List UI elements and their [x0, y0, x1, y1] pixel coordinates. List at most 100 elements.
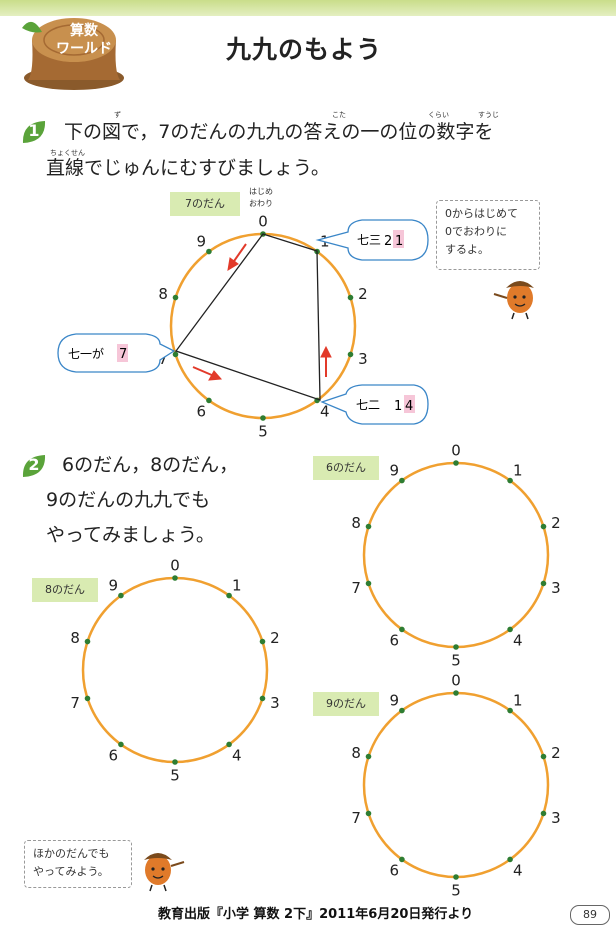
digit-dot — [453, 644, 459, 650]
digit-label: 5 — [451, 881, 461, 899]
digit-label: 4 — [232, 746, 242, 764]
arrow-icon — [320, 345, 332, 377]
arrow-icon — [227, 243, 247, 271]
digit-dot — [399, 856, 405, 863]
leaf-icon — [22, 121, 46, 143]
digit-label: 1 — [513, 461, 523, 479]
ruby-chokusen: ちょくせん — [50, 149, 85, 157]
digit-dot — [507, 626, 513, 633]
digit-label: 7 — [351, 809, 361, 827]
leaf-icon — [22, 455, 46, 477]
digit-label: 4 — [513, 861, 523, 879]
digit-label: 4 — [320, 402, 330, 420]
question-2-line-3: やってみましょう。 — [46, 524, 215, 546]
question-1-number-wrap: 1 — [20, 118, 48, 146]
question-1-line-1: 下の図で，7のだんの九九の答えの一の位の数字を — [64, 121, 494, 143]
question-2-number: 2 — [28, 455, 40, 474]
hint-line-3: するよ。 — [445, 243, 489, 256]
ring — [81, 576, 269, 764]
digit-dot — [226, 592, 232, 599]
digit-label: 3 — [551, 579, 561, 597]
digit-dot — [259, 695, 266, 702]
digit-label: 7 — [351, 579, 361, 597]
digit-label: 9 — [197, 232, 207, 250]
digit-label: 8 — [351, 744, 361, 762]
arrow-icon — [192, 366, 223, 381]
digit-label: 2 — [358, 285, 368, 303]
digit-dot — [172, 294, 179, 301]
ring — [362, 461, 550, 649]
credit-line: 教育出版『小学 算数 2下』2011年6月20日発行より — [158, 907, 474, 922]
footer-note-line-1: ほかのだんでも — [33, 847, 110, 860]
ring — [362, 691, 550, 879]
digit-dot — [259, 638, 266, 645]
digit-dot — [260, 415, 266, 421]
shichi-san-tens: 2 — [384, 234, 392, 249]
digit-label: 3 — [270, 694, 280, 712]
digit-dot — [540, 580, 547, 587]
digit-label: 5 — [258, 422, 268, 440]
digit-label: 8 — [351, 514, 361, 532]
digit-label: 9 — [390, 461, 400, 479]
digit-label: 6 — [109, 746, 119, 764]
digit-dot — [365, 580, 372, 587]
digit-dot — [399, 477, 405, 484]
dan-7-tag: 7のだん — [170, 192, 240, 216]
top-band — [0, 0, 616, 16]
digit-dot — [365, 753, 372, 760]
footer-note: ほかのだんでも やってみよう。 — [24, 840, 132, 888]
page-number: 89 — [570, 905, 610, 925]
digit-dot — [540, 810, 547, 817]
digit-label: 0 — [258, 212, 268, 230]
digit-dot — [399, 626, 405, 633]
digit-dot — [507, 856, 513, 863]
shichi-ichi-answer: 7 — [119, 347, 127, 362]
digit-dot — [540, 753, 547, 760]
digit-label: 6 — [390, 631, 400, 649]
digit-dot — [453, 460, 459, 466]
digit-dot — [206, 248, 212, 255]
digit-label: 0 — [451, 671, 461, 689]
digit-label: 4 — [513, 631, 523, 649]
digit-dot — [84, 638, 91, 645]
question-2-number-wrap: 2 — [20, 452, 48, 480]
digit-dot — [172, 575, 178, 581]
digit-dot — [172, 759, 178, 765]
badge-line-2: ワールド — [56, 41, 112, 57]
digit-dot — [347, 294, 354, 301]
digit-label: 0 — [170, 556, 180, 574]
digit-label: 2 — [270, 629, 280, 647]
digit-dot — [365, 810, 372, 817]
digit-dot — [118, 592, 124, 599]
digit-label: 5 — [170, 766, 180, 784]
shichi-ichi-label: 七一が — [68, 346, 104, 361]
dan-7-path-lines — [174, 233, 321, 401]
question-1-number: 1 — [28, 121, 40, 140]
start-note: はじめ — [249, 187, 273, 196]
shichi-ni-ones: 4 — [405, 399, 413, 414]
digit-dot — [84, 695, 91, 702]
end-note: おわり — [249, 199, 273, 208]
digit-label: 8 — [158, 285, 168, 303]
digit-label: 0 — [451, 441, 461, 459]
shichi-ni-label: 七二 — [356, 398, 380, 412]
callout-shichi-ni — [320, 384, 429, 425]
badge-line-1: 算数 — [70, 23, 98, 39]
ruby-kurai: くらい — [428, 111, 449, 119]
digit-dot — [206, 397, 212, 404]
digit-label: 2 — [551, 744, 561, 762]
question-2-line-1: 6のだん，8のだん， — [62, 454, 239, 476]
digit-label: 7 — [70, 694, 80, 712]
shichi-ni-tens: 1 — [394, 399, 402, 414]
hint-note: 0からはじめて 0でおわりに するよ。 — [436, 200, 540, 270]
digit-label: 2 — [551, 514, 561, 532]
stump-badge-icon — [22, 18, 124, 90]
digit-label: 3 — [551, 809, 561, 827]
badge-label: 算数 ワールド — [44, 22, 124, 58]
digit-dot — [453, 874, 459, 880]
digit-dot — [118, 741, 124, 748]
